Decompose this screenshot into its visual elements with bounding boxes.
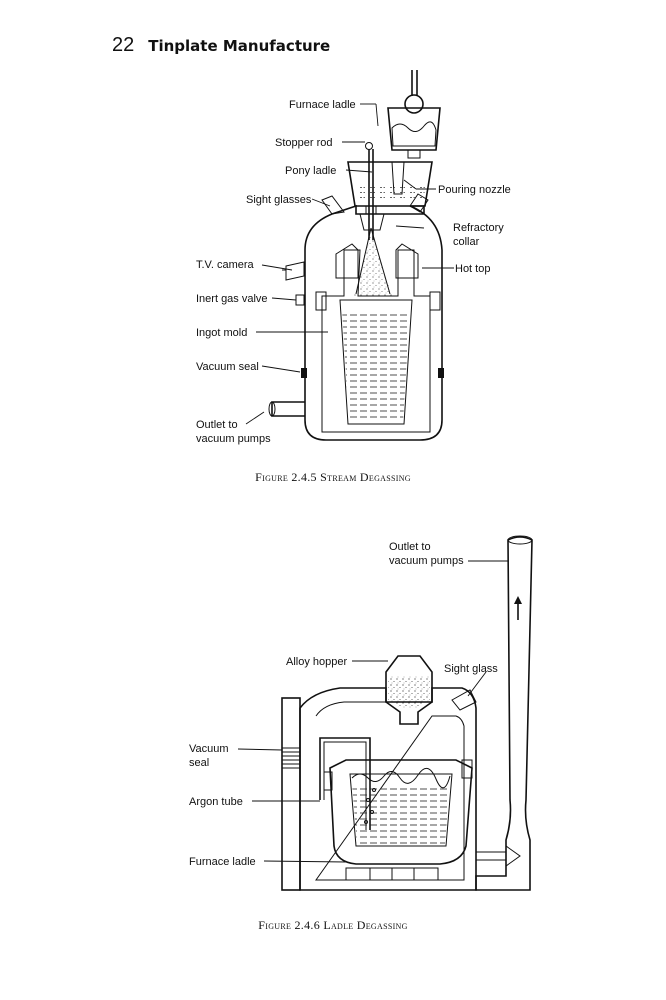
running-title: Tinplate Manufacture [148, 37, 331, 55]
vacuum-tank-drawing [268, 193, 444, 441]
label-vacuum-seal: Vacuum seal [196, 361, 259, 373]
label-stopper-rod: Stopper rod [275, 137, 332, 149]
figure1-caption-title: Stream Degassing [320, 470, 411, 484]
label-furnace-ladle-2: Furnace ladle [189, 856, 256, 868]
outlet-stack-drawing [475, 535, 533, 891]
label-sight-glasses: Sight glasses [246, 194, 312, 206]
label-inert-gas-valve: Inert gas valve [196, 293, 268, 305]
figure2-caption-prefix: Figure 2.4.6 [258, 918, 320, 932]
label-pony-ladle: Pony ladle [285, 165, 336, 177]
furnace-ladle-drawing [387, 70, 441, 159]
label-sight-glass: Sight glass [444, 663, 498, 675]
alloy-hopper-drawing [385, 655, 433, 725]
figure1-caption: Figure 2.4.5 Stream Degassing [0, 470, 666, 485]
label-seal: seal [189, 757, 209, 769]
page-number: 22 [112, 34, 135, 56]
label-vacuum: Vacuum [189, 743, 229, 755]
label-collar: collar [453, 236, 480, 248]
figure2-leader-lines [237, 560, 508, 863]
pony-ladle-drawing [347, 161, 433, 215]
label-tv-camera: T.V. camera [196, 259, 255, 271]
ingot-mold-drawing [321, 213, 431, 433]
figure2-caption: Figure 2.4.6 Ladle Degassing [0, 918, 666, 933]
label-alloy-hopper: Alloy hopper [286, 656, 347, 668]
page-header: 22 Tinplate Manufacture [112, 34, 330, 57]
label-furnace-ladle: Furnace ladle [289, 99, 356, 111]
label-hot-top: Hot top [455, 263, 490, 275]
label-pouring-nozzle: Pouring nozzle [438, 184, 511, 196]
figure1-leader-lines [245, 103, 454, 425]
label-outlet-to: Outlet to [196, 419, 238, 431]
figure1-caption-prefix: Figure 2.4.5 [255, 470, 317, 484]
ladle-in-chamber-drawing [323, 759, 473, 865]
label-outlet-to-2: Outlet to [389, 541, 431, 553]
ladle-degassing-diagram: Outlet to vacuum pumps Alloy hopper Sigh… [189, 535, 533, 891]
stream-degassing-diagram: Furnace ladle Stopper rod Pony ladle Sig… [196, 70, 511, 445]
label-argon-tube: Argon tube [189, 796, 243, 808]
label-vacuum-pumps: vacuum pumps [196, 433, 271, 445]
label-vacuum-pumps-2: vacuum pumps [389, 555, 464, 567]
label-refractory: Refractory [453, 222, 504, 234]
figure2-caption-title: Ladle Degassing [323, 918, 408, 932]
label-ingot-mold: Ingot mold [196, 327, 247, 339]
vacuum-seal-rings [282, 747, 300, 769]
